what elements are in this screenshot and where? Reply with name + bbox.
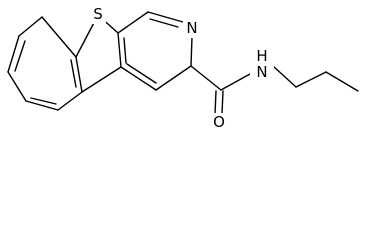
double-bond-inner [149, 18, 179, 28]
double-bond-inner [14, 40, 26, 72]
bond [147, 11, 184, 23]
carbonyl-bond [221, 90, 224, 115]
bond [57, 91, 83, 111]
bond [117, 11, 149, 34]
pyridine-ring [117, 11, 193, 91]
atom-sulfur: S [90, 4, 106, 24]
molecule-structure: S N H N O [7, 4, 359, 131]
amide-nitrogen-label: N [256, 63, 267, 81]
bond [220, 73, 251, 91]
double-bond-inner [70, 59, 77, 88]
atom-amide-nh: H N [250, 47, 274, 81]
double-bond-inner [123, 37, 127, 64]
bond [7, 71, 27, 102]
bond [155, 65, 192, 91]
atom-ring-nitrogen: N [183, 18, 201, 38]
propyl-chain [272, 65, 359, 92]
bond [117, 32, 122, 68]
bond [7, 35, 20, 73]
bond [81, 66, 122, 93]
bond [120, 66, 157, 91]
bond [190, 65, 222, 91]
bond [18, 16, 43, 37]
bond [190, 36, 193, 67]
carbonyl-bond [214, 90, 217, 115]
bond [295, 71, 327, 88]
carboxamide-group [190, 65, 251, 115]
bond [75, 56, 83, 93]
benzene-ring [7, 16, 83, 111]
ring-nitrogen-label: N [186, 19, 197, 37]
bond [25, 100, 59, 111]
carbonyl-oxygen-label: O [213, 113, 225, 131]
atom-carbonyl-oxygen: O [210, 113, 228, 131]
bond [41, 16, 77, 58]
amide-hydrogen-label: H [256, 47, 267, 65]
bond [325, 71, 359, 92]
thiophene-ring [75, 14, 127, 93]
bond [272, 65, 297, 88]
sulfur-label: S [93, 5, 103, 23]
double-bond-inner [30, 97, 57, 105]
double-bond-inner [126, 63, 157, 84]
